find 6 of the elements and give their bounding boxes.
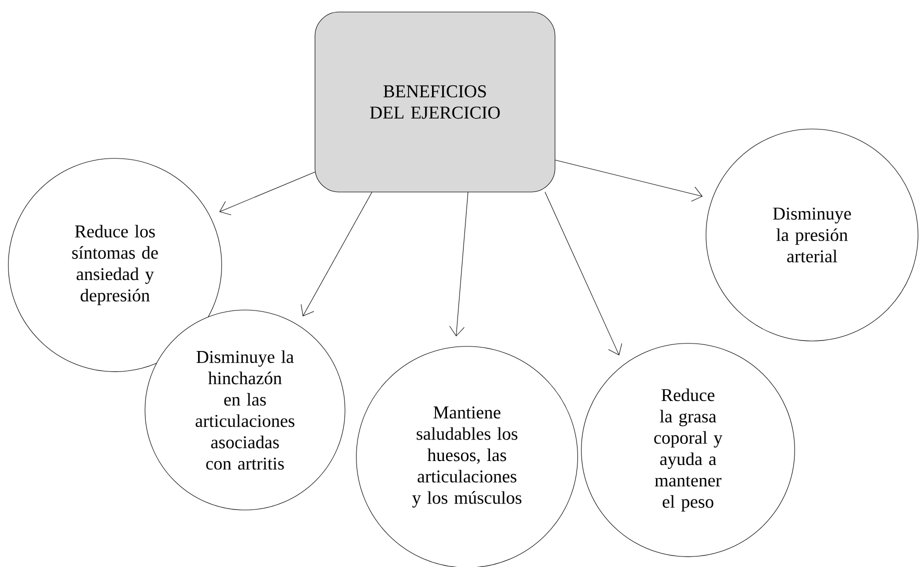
arrow <box>219 172 316 216</box>
arrow <box>449 192 468 336</box>
arrow <box>554 160 703 202</box>
title-box: BENEFICIOS DEL EJERCICIO <box>314 12 556 192</box>
arrow <box>544 192 622 356</box>
arrow <box>300 192 372 316</box>
